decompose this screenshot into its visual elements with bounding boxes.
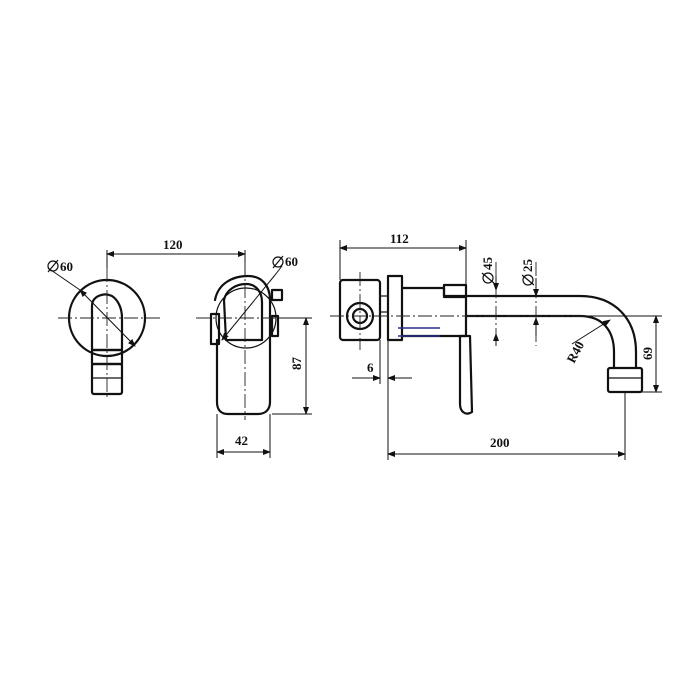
svg-text:45: 45: [480, 257, 495, 271]
svg-text:60: 60: [285, 254, 298, 269]
mixer-front-view: 60: [196, 254, 300, 420]
spout-bottom-edge: [464, 314, 616, 370]
side-depth-dimension: 112: [339, 231, 467, 288]
wall-plate-front-view: 60: [47, 259, 160, 400]
svg-text:87: 87: [289, 357, 304, 371]
side-diameter-25: 25: [520, 259, 539, 336]
side-radius-dimension: R40: [563, 319, 611, 366]
side-offset-dimension: 6: [352, 340, 412, 384]
side-reach-dimension: 200: [387, 340, 626, 460]
handle-top: [222, 282, 264, 342]
svg-text:200: 200: [490, 435, 510, 450]
side-drop-dimension: 69: [588, 315, 662, 393]
side-lever: [458, 334, 474, 415]
mixer-width-dimension: 42: [216, 414, 271, 458]
mixer-height-dimension: 87: [272, 317, 312, 415]
wall-plate-diameter-label: 60: [47, 259, 73, 274]
mixer-diameter-label: 60: [272, 254, 298, 269]
svg-text:42: 42: [235, 433, 248, 448]
spacing-dimension: 120: [106, 237, 246, 275]
side-view: [330, 262, 644, 415]
svg-text:120: 120: [163, 237, 183, 252]
svg-text:60: 60: [60, 259, 73, 274]
side-wall-plate: [386, 274, 404, 342]
svg-text:6: 6: [367, 360, 374, 375]
svg-text:R40: R40: [563, 339, 587, 366]
side-diameter-45: 45: [480, 257, 499, 346]
svg-text:112: 112: [390, 231, 409, 246]
svg-text:25: 25: [520, 259, 535, 273]
lever-handle: [213, 274, 272, 416]
spout-top-edge: [464, 294, 638, 370]
spout-outlet: [606, 366, 644, 394]
svg-text:69: 69: [640, 347, 655, 361]
